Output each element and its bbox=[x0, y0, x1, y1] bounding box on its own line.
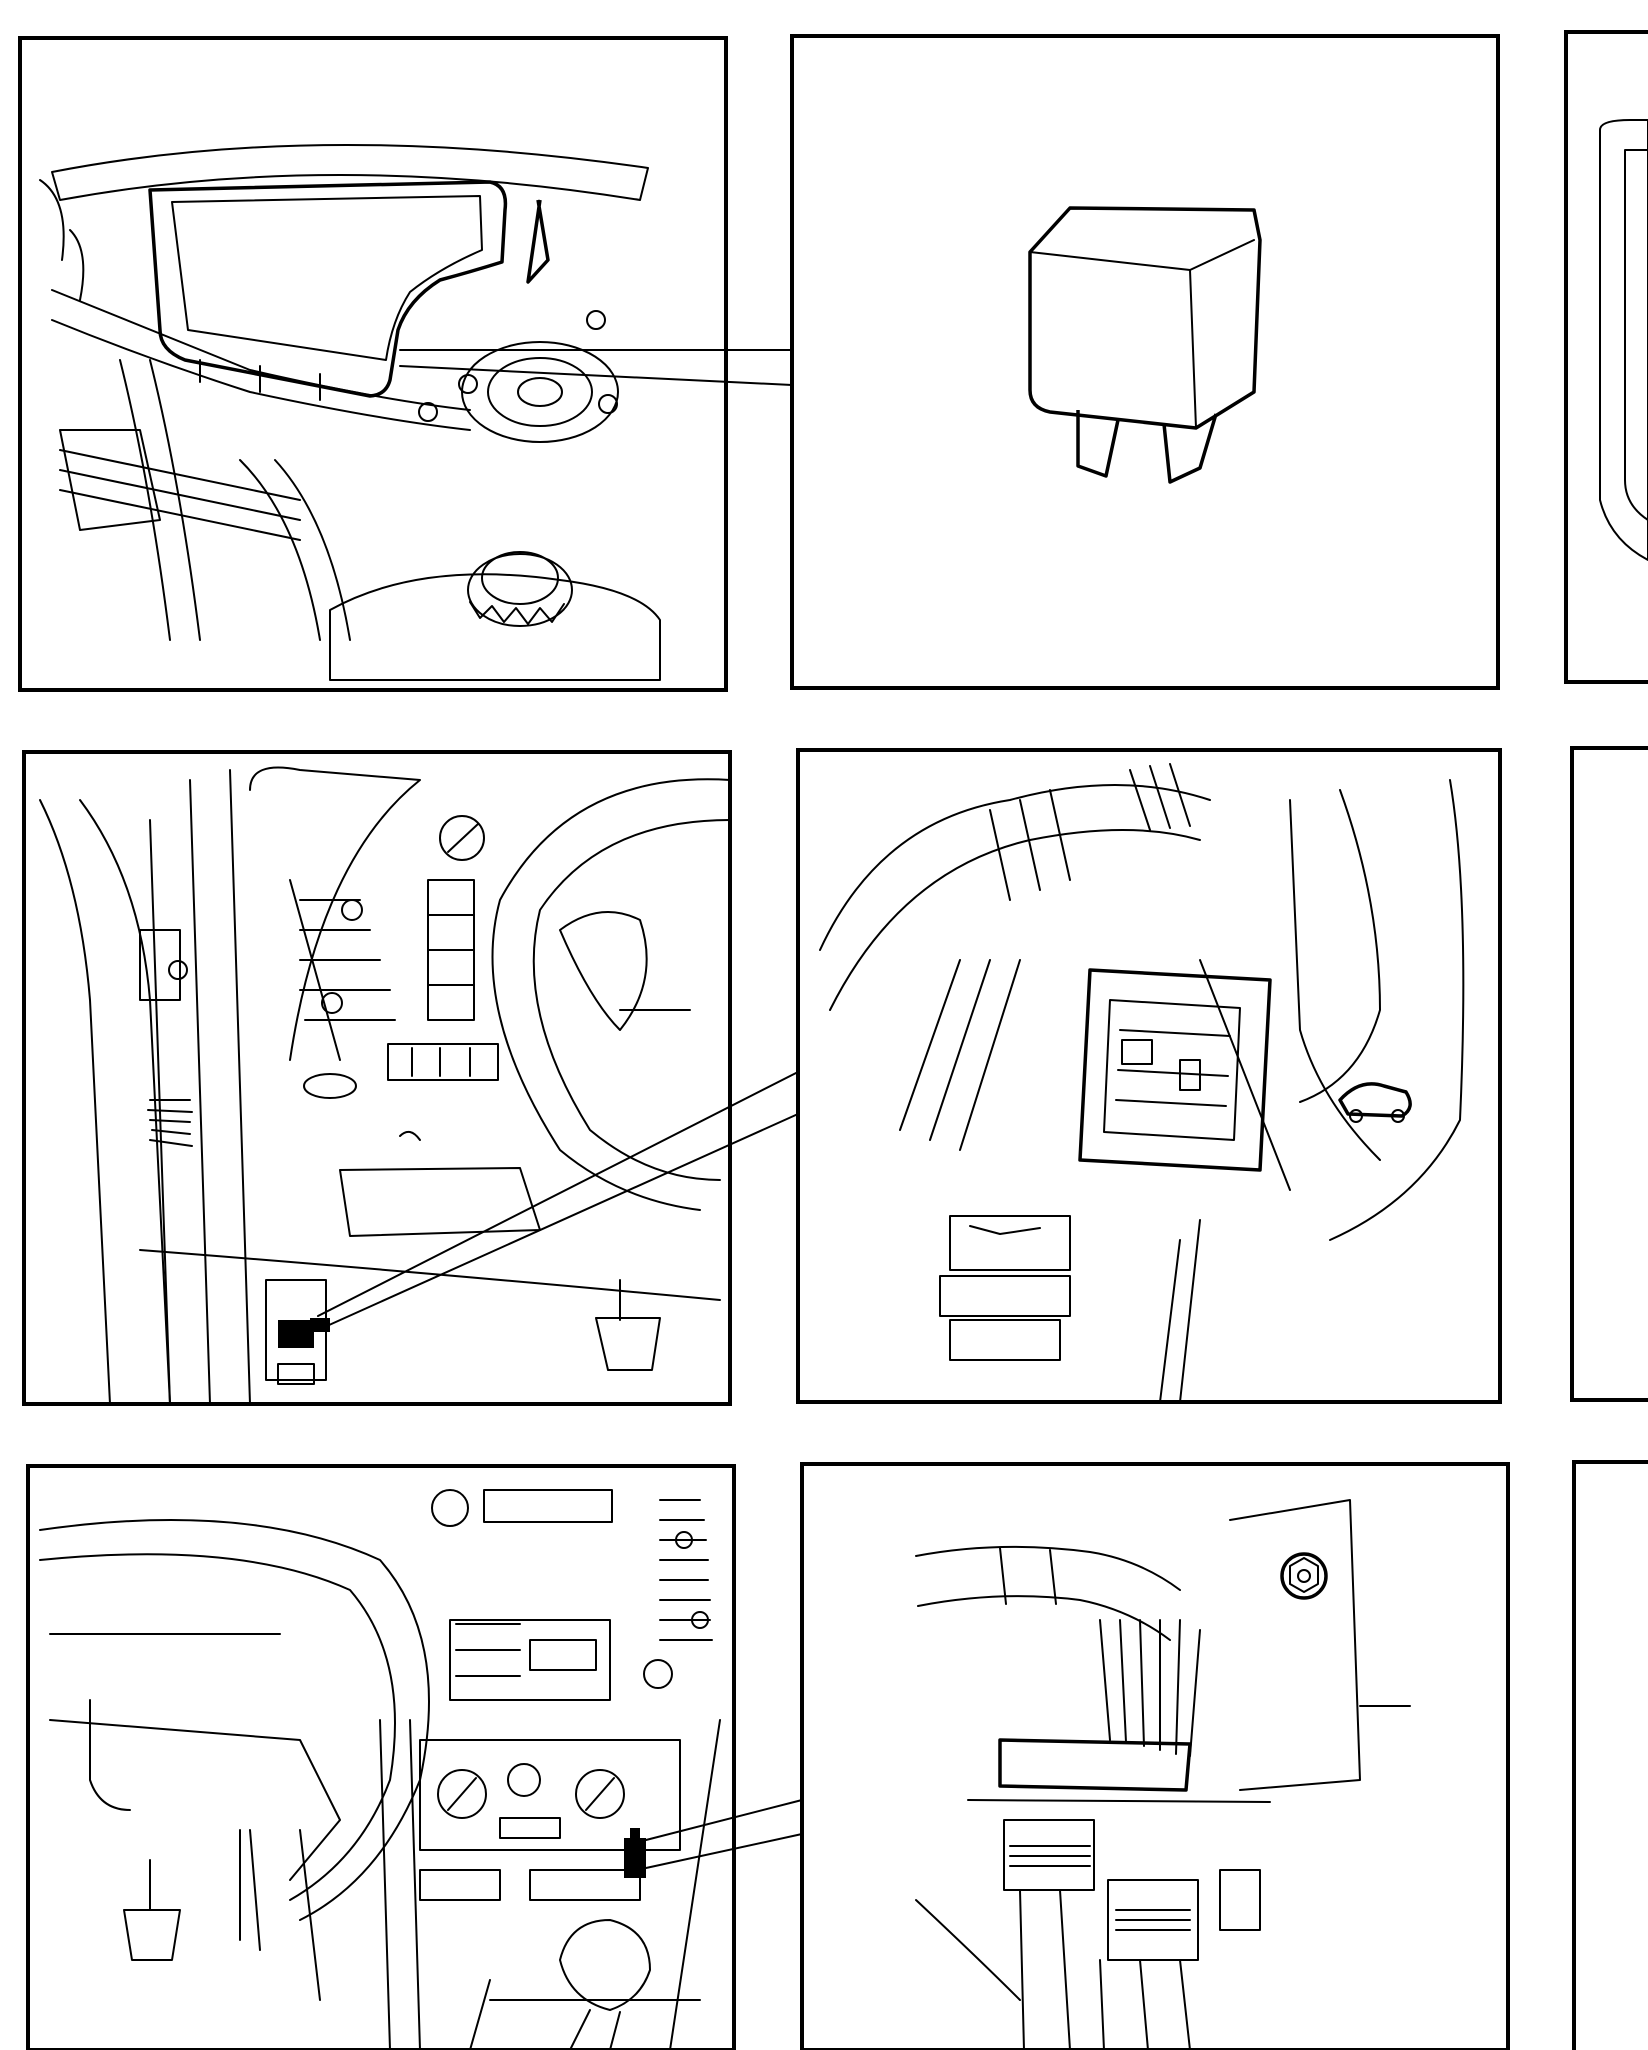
lower-connectors bbox=[939, 1215, 1071, 1361]
pedal bbox=[123, 1829, 321, 2001]
panel-center-console bbox=[26, 1464, 736, 2050]
mounting-bracket bbox=[1229, 1499, 1411, 1791]
bolt bbox=[1280, 1552, 1328, 1600]
trim-edge bbox=[915, 1899, 1021, 2001]
switch-block bbox=[387, 815, 499, 1081]
strut-top-mount bbox=[418, 310, 619, 443]
dashboard-vent bbox=[249, 766, 421, 1099]
heater-controls bbox=[419, 1739, 681, 1901]
wiring-hoses bbox=[51, 289, 471, 641]
car-bonnet-icon bbox=[1338, 1082, 1412, 1123]
panel-relay-detail bbox=[790, 34, 1500, 690]
steering-wheel bbox=[39, 1519, 430, 1921]
connectors bbox=[967, 1738, 1271, 2050]
panel-kick-panel-detail bbox=[796, 748, 1502, 1404]
connector-marker bbox=[624, 1828, 646, 1878]
panel-cropped-bottom bbox=[1572, 1460, 1648, 2050]
engine-bay-wires bbox=[39, 179, 85, 301]
wiring-harness bbox=[819, 763, 1211, 1151]
panel-engine-bay bbox=[18, 36, 728, 692]
relay-terminals bbox=[1076, 410, 1218, 484]
radio bbox=[449, 1619, 673, 1701]
leader-footwell-to-connector bbox=[310, 1071, 799, 1332]
panel-cropped-top bbox=[1564, 30, 1648, 684]
console-trim bbox=[379, 1719, 721, 2050]
relay-body bbox=[1028, 206, 1262, 430]
gear-lever bbox=[469, 1919, 701, 2050]
leader-engine-to-relay bbox=[399, 349, 793, 386]
wiring-harness bbox=[915, 1545, 1201, 1757]
steering-wheel bbox=[491, 778, 731, 1211]
panel-console-connector-detail bbox=[800, 1462, 1510, 2050]
panel-driver-footwell bbox=[22, 750, 732, 1406]
connector-block bbox=[1078, 959, 1291, 1191]
pedal bbox=[595, 1279, 661, 1371]
bonnet-stay bbox=[526, 199, 550, 284]
kick-panel-trim bbox=[1159, 779, 1465, 1403]
hood-edge bbox=[51, 143, 649, 201]
leader-console-to-detail bbox=[645, 1799, 803, 1869]
panel-cropped-middle bbox=[1570, 746, 1648, 1402]
instrument-dials bbox=[431, 1489, 613, 1527]
coolant-reservoir bbox=[329, 551, 661, 681]
dashboard-vent bbox=[659, 1499, 713, 1641]
a-pillar-harness bbox=[39, 769, 251, 1405]
fuse-box-cover bbox=[148, 180, 508, 401]
